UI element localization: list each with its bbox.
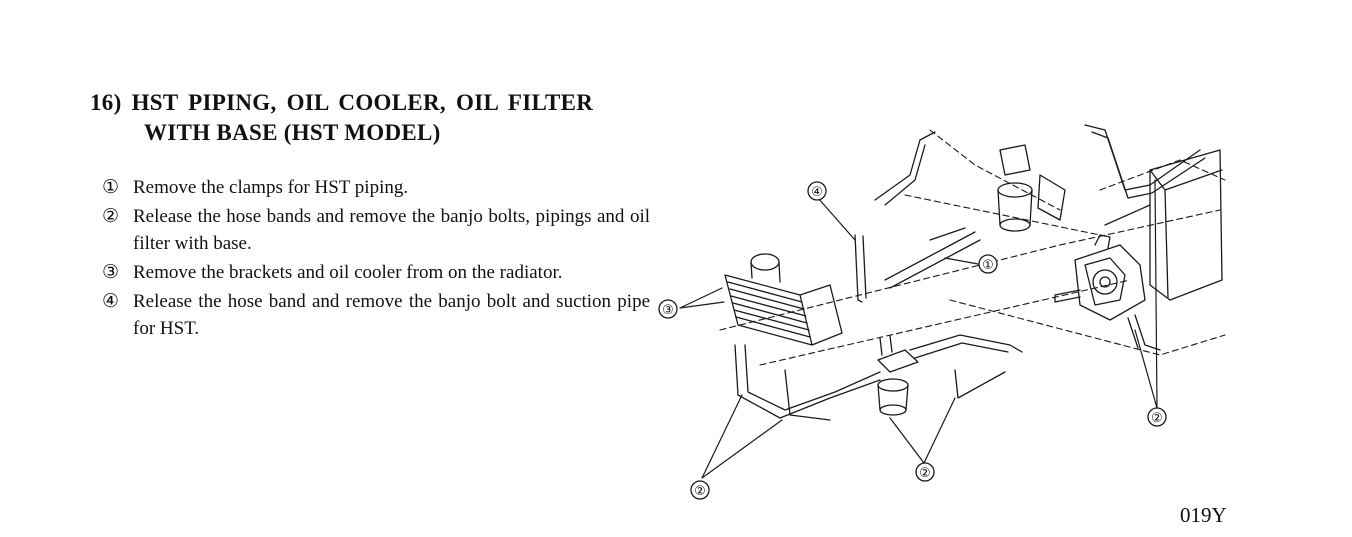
svg-text:②: ②	[694, 484, 706, 499]
step-list: ① Remove the clamps for HST piping. ② Re…	[102, 174, 650, 344]
step-number: ④	[102, 291, 120, 312]
step-number: ①	[102, 177, 120, 198]
step-number: ③	[102, 262, 120, 283]
step-2: ② Release the hose bands and remove the …	[102, 203, 650, 257]
callout-markers: ④ ① ③ ② ② ②	[658, 181, 1167, 500]
svg-text:②: ②	[1151, 411, 1163, 426]
callout-1: ①	[978, 254, 998, 274]
figure-code: 019Y	[1180, 503, 1227, 527]
step-3: ③ Remove the brackets and oil cooler fro…	[102, 259, 650, 286]
step-text: Remove the brackets and oil cooler from …	[133, 262, 563, 283]
callout-2-right: ②	[1147, 407, 1167, 427]
step-1: ① Remove the clamps for HST piping.	[102, 174, 650, 201]
engine-housing	[1104, 149, 1223, 301]
svg-text:①: ①	[982, 258, 994, 273]
title-line-2: WITH BASE (HST MODEL)	[144, 120, 441, 145]
hst-unit-drawing	[1054, 234, 1146, 321]
step-4: ④ Release the hose band and remove the b…	[102, 288, 650, 342]
step-text: Remove the clamps for HST piping.	[133, 177, 409, 198]
oil-filter-drawing	[877, 335, 919, 416]
step-number: ②	[102, 206, 120, 227]
title-line-1: 16) HST PIPING, OIL COOLER, OIL FILTER	[90, 90, 594, 115]
frame-outline	[719, 129, 1226, 366]
callout-4: ④	[807, 181, 827, 201]
svg-text:④: ④	[811, 185, 823, 200]
upper-filter-drawing	[997, 144, 1066, 232]
callout-3: ③	[658, 299, 678, 319]
leader-lines	[679, 179, 1158, 479]
oil-cooler-drawing	[724, 253, 843, 346]
section-title: 16) HST PIPING, OIL COOLER, OIL FILTER W…	[90, 88, 650, 148]
callout-2-left: ②	[690, 480, 710, 500]
hst-piping-diagram: ④ ① ③ ② ② ②	[658, 124, 1226, 500]
step-text: Release the hose band and remove the ban…	[133, 291, 650, 339]
callout-2-center: ②	[915, 462, 935, 482]
hst-piping-lines	[734, 124, 1206, 421]
svg-text:②: ②	[919, 466, 931, 481]
svg-text:③: ③	[662, 303, 674, 318]
step-text: Release the hose bands and remove the ba…	[133, 206, 650, 254]
